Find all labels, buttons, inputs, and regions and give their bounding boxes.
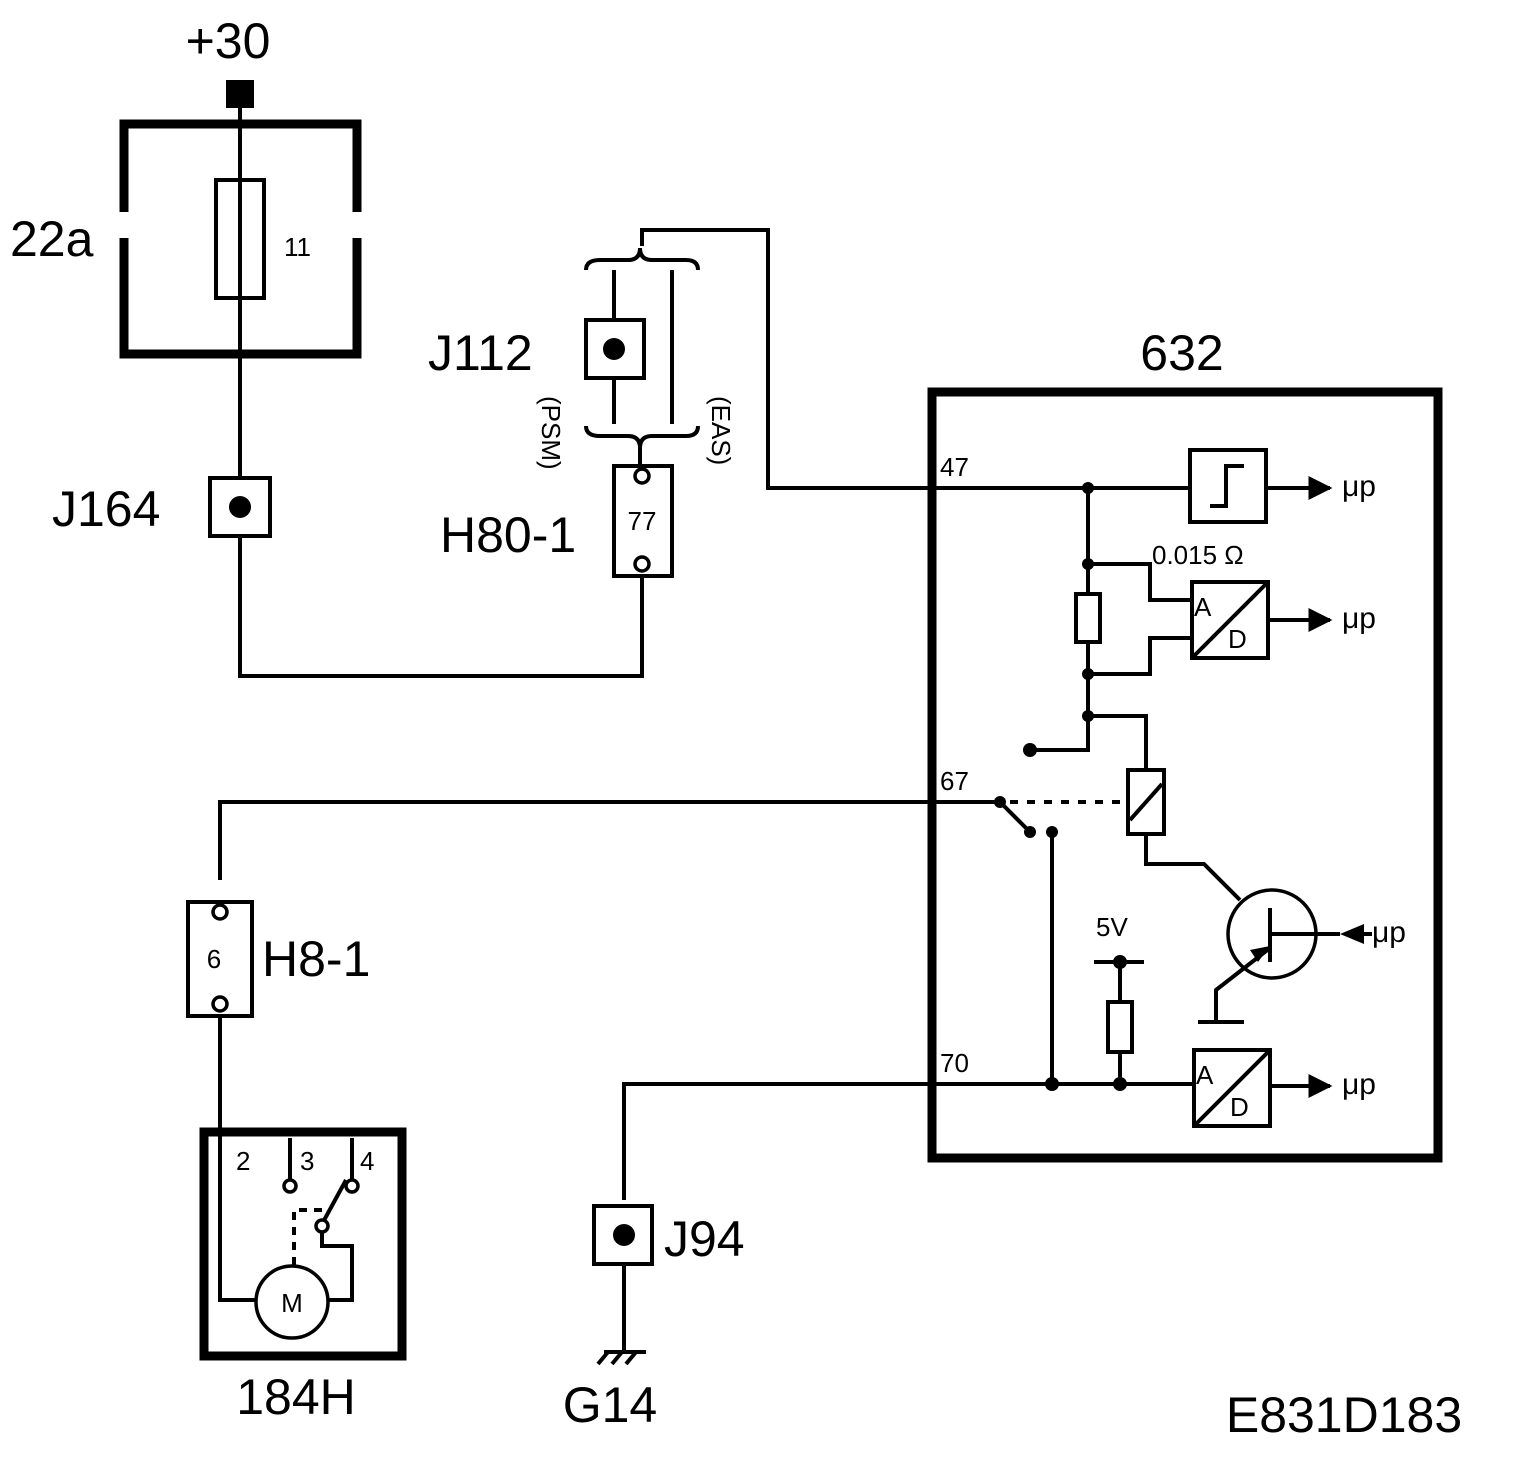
connector-h8-pin: 6	[207, 944, 221, 974]
junction-j94-label: J94	[664, 1211, 745, 1267]
pin-47-label: 47	[940, 452, 969, 482]
ad-converter-2: A D	[1192, 1048, 1272, 1128]
motor-terminal-3: 3	[300, 1146, 314, 1176]
control-unit-label: 632	[1140, 325, 1223, 381]
junction-j94	[592, 1204, 654, 1266]
junction-j112-label: J112	[428, 325, 533, 381]
motor-184h: 2 3 4 M	[199, 1127, 407, 1361]
supply-label: +30	[186, 13, 271, 69]
shunt-value: 0.015 Ω	[1152, 540, 1244, 570]
motor-terminal-2: 2	[236, 1146, 250, 1176]
wire-pin70	[622, 1082, 1194, 1200]
connector-h80-1: 77	[612, 464, 674, 578]
connector-h80-label: H80-1	[440, 507, 576, 563]
control-unit-632	[927, 387, 1443, 1163]
pin-70-label: 70	[940, 1048, 969, 1078]
pullup-resistor	[1106, 1000, 1134, 1054]
diagram-code: E831D183	[1226, 1387, 1462, 1443]
motor-switch-link	[292, 1208, 322, 1268]
svg-text:A: A	[1194, 592, 1212, 622]
svg-text:A: A	[1196, 1060, 1214, 1090]
junction-j164-label: J164	[52, 481, 160, 537]
wire-internal-vertical	[1030, 488, 1090, 752]
supply-terminal	[226, 80, 254, 108]
mp-label-3: μp	[1372, 916, 1406, 949]
arrow-mp-in	[1340, 924, 1364, 944]
relay-coil	[1126, 768, 1166, 836]
connector-h8-label: H8-1	[262, 931, 370, 987]
mp-label-1: μp	[1342, 470, 1376, 503]
connector-h8-1: 6	[186, 900, 254, 1018]
wire-pin67	[218, 800, 1000, 880]
motor-symbol	[254, 1264, 330, 1340]
junction-j164	[208, 476, 272, 538]
motor-label: 184H	[236, 1369, 356, 1425]
fuse-box-label: 22a	[10, 211, 94, 267]
mp-label-2: μp	[1342, 602, 1376, 635]
ground-label: G14	[563, 1377, 658, 1433]
fuse-number: 11	[284, 232, 311, 262]
svg-text:D: D	[1228, 624, 1247, 654]
svg-text:D: D	[1230, 1092, 1249, 1122]
wire-relay-top	[1088, 714, 1148, 770]
variant-eas: (EAS)	[706, 396, 736, 465]
wire-shunt-top	[1088, 562, 1192, 602]
supply-5v-label: 5V	[1096, 912, 1128, 942]
svg-text:M: M	[281, 1288, 303, 1318]
wire-shunt-bottom	[1088, 636, 1192, 676]
mp-label-4: μp	[1342, 1068, 1376, 1101]
wire-to-pin-47	[640, 228, 932, 490]
transistor	[1198, 888, 1340, 1024]
shunt-resistor	[1074, 592, 1102, 644]
wire-relay-transistor	[1144, 834, 1242, 902]
connector-h80-pin: 77	[628, 506, 657, 536]
ground-symbol	[596, 1350, 646, 1366]
motor-terminal-4: 4	[360, 1146, 374, 1176]
junction-j112	[584, 247, 700, 449]
variant-psm: (PSM)	[536, 396, 566, 470]
ad-converter-1: A D	[1190, 580, 1270, 660]
wire-feed	[238, 108, 644, 678]
pin-67-label: 67	[940, 766, 969, 796]
relay-switch-blade	[998, 800, 1032, 834]
schmitt-trigger	[1188, 448, 1268, 524]
